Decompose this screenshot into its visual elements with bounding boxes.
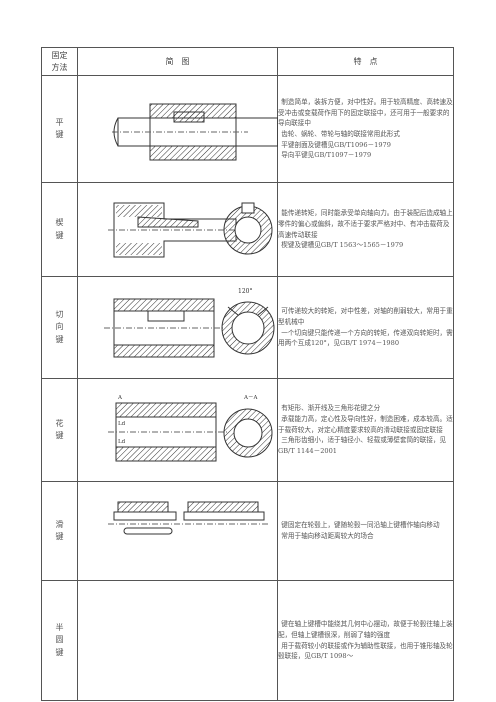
- feather-key-features: 键固定在轮毂上，键随轮毂一同沿轴上键槽作轴向移动常用于轴向移动距离较大的场合: [277, 481, 454, 581]
- section-mark: A: [117, 395, 123, 401]
- tangential-key-figure: 120°: [77, 276, 278, 379]
- method-cell: 花键: [41, 378, 78, 482]
- method-cell: 滑键: [41, 481, 78, 581]
- section-label: A－A: [243, 395, 258, 401]
- spline-figure: A A－A Ld Ld: [77, 378, 278, 482]
- flat-key-drawing: [112, 103, 278, 161]
- taper-key-drawing: [108, 202, 273, 258]
- key-connection-table: 固定 方法 简 图 特 点 平键 制造: [41, 47, 454, 701]
- woodruff-key-features: 键在轴上键槽中能绕其几何中心摆动，故便于轮毂往轴上装配，但轴上键槽很深，削弱了轴…: [277, 580, 454, 701]
- method-cell: 半圆键: [41, 580, 78, 701]
- dim-label-2: Ld: [118, 421, 126, 427]
- spline-features: 有矩形、渐开线及三角形花键之分承载能力高，定心性及导向性好，制造困难，成本较高。…: [277, 378, 454, 482]
- tangential-key-features: 可传递较大的转矩，对中性差，对轴的削弱较大，常用于重型机械中一个切向键只能传递一…: [277, 276, 454, 379]
- row-feather-key: 滑键 键固定在轮毂上，键随轮毂一同沿轴上键槽作轴向移动常用于轴向移动距离较大的场…: [41, 481, 454, 581]
- taper-key-figure: [77, 182, 278, 277]
- header-row: 固定 方法 简 图 特 点: [41, 47, 454, 76]
- flat-key-figure: [77, 75, 278, 183]
- spline-drawing: A A－A Ld Ld: [108, 395, 273, 462]
- row-woodruff-key: 半圆键 键在轴上键槽中能绕其几何中心摆动，故便于轮毂往轴上装配，但轴上键槽很深，…: [41, 580, 454, 701]
- method-cell: 平键: [41, 75, 78, 183]
- method-cell: 切向键: [41, 276, 78, 379]
- flat-key-features: 制造简单，装拆方便，对中性好。用于较高精度、高转速及受冲击或变载荷作用下的固定联…: [277, 75, 454, 183]
- header-features: 特 点: [277, 47, 454, 76]
- feather-key-figure: [77, 481, 278, 581]
- row-tangential-key: 切向键 120° 可传递较大的转矩，对中性差，对轴的削弱较大，常用于重型机械中一…: [41, 276, 454, 379]
- tangential-key-drawing: 120°: [104, 288, 275, 358]
- feather-key-drawing: [108, 501, 268, 535]
- woodruff-key-figure: [77, 580, 278, 701]
- taper-key-features: 能传递转矩，同时能承受单向轴向力。由于装配后造成轴上零件的偏心或偏斜，故不适于要…: [277, 182, 454, 277]
- dim-label-1: Ld: [118, 439, 126, 445]
- method-cell: 楔键: [41, 182, 78, 277]
- row-spline: 花键 A A－A Ld Ld 有矩形、渐开线及三角形花键之分承载能力高，定心性及…: [41, 378, 454, 482]
- header-method: 固定 方法: [41, 47, 78, 76]
- angle-label: 120°: [238, 288, 252, 295]
- header-figure: 简 图: [77, 47, 278, 76]
- row-flat-key: 平键 制造简单，装拆方便，对中性好。用于较高精度、高转速及受冲击或变载荷作用下的…: [41, 75, 454, 183]
- row-taper-key: 楔键 能传递转矩，同时能承受单向轴向力。由于装配后造成轴上零件的偏心或偏斜，故不…: [41, 182, 454, 277]
